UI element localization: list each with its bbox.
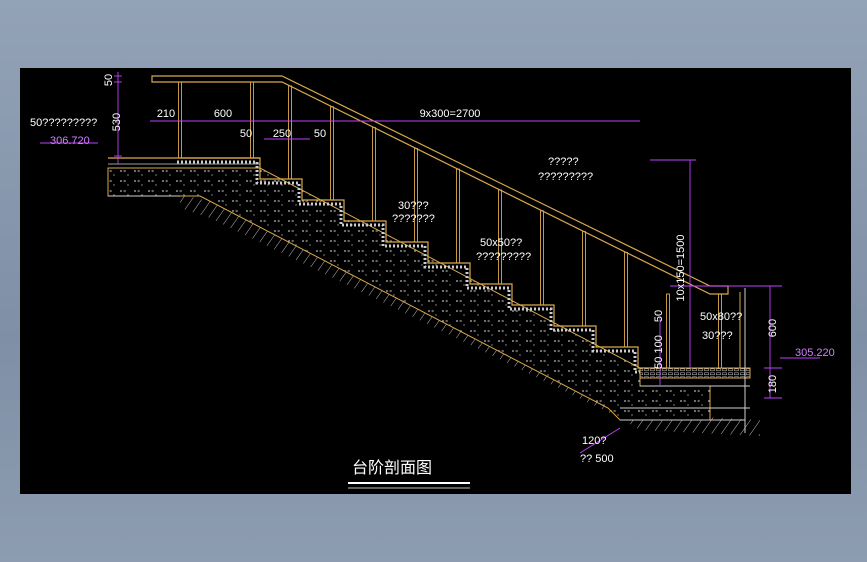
baluster [498,189,502,285]
dim-210: 210 [157,108,175,120]
dim-50b: 50 [314,128,326,140]
baluster [718,293,722,369]
note-tread-1: 30??? [398,200,429,212]
baluster [624,251,628,348]
dim-bottom-100: 50 100 [653,335,665,369]
baluster [582,231,586,327]
dim-rise-total: 10x150=1500 [675,235,687,302]
note-post: 50x80?? [700,311,742,323]
dim-right-180: 180 [767,375,779,393]
note-nosing-1: 50x50?? [480,237,522,249]
stair-finish-layer [177,160,665,374]
baluster [288,85,292,180]
baluster [414,147,418,243]
dimension-lines [40,72,820,454]
note-top-left: 50????????? [30,117,97,129]
dim-250: 250 [273,128,291,140]
cad-drawing-area: 50 530 210 600 50 250 50 9x300=2700 10x1… [20,68,851,494]
soil-hatch [180,194,760,436]
note-handrail-2: ????????? [538,171,593,183]
drawing-title: 台阶剖面图 [352,459,432,477]
dim-bottom-500: ?? 500 [580,453,614,465]
elevation-bottom: 305.220 [795,347,835,359]
dim-run-total: 9x300=2700 [420,108,481,120]
stair-steps [177,157,668,374]
note-nosing-2: ????????? [476,251,531,263]
note-tread-2: ??????? [392,213,435,225]
baluster [330,106,334,201]
baluster [666,293,670,369]
note-base: 30??? [702,330,733,342]
dim-50a: 50 [240,128,252,140]
handrail [151,75,729,295]
baluster [250,81,254,159]
bottom-landing [639,367,751,379]
baluster [178,81,182,159]
baluster [456,168,460,264]
note-foundation: 120? [582,435,606,447]
dim-top-rail: 50 [103,74,115,86]
elevation-top: 306.720 [50,135,90,147]
baluster [372,127,376,222]
balusters [178,81,722,369]
dim-bottom-50: 50 [653,310,665,322]
stair-profile-line [180,157,668,369]
baluster [540,210,544,306]
dim-600: 600 [214,108,232,120]
note-handrail-1: ????? [548,156,579,168]
stair-section-drawing: 50 530 210 600 50 250 50 9x300=2700 10x1… [30,72,835,489]
dim-right-600: 600 [767,319,779,337]
dim-rail-height: 530 [111,113,123,131]
